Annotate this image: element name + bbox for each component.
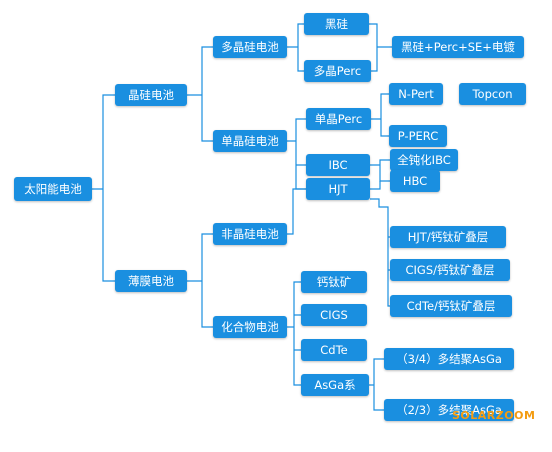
node-poly-perc: 多晶Perc <box>304 60 371 82</box>
node-hjt-perovskite-tandem: HJT/钙钛矿叠层 <box>390 226 506 248</box>
node-black-silicon-perc-se-plating: 黑硅+Perc+SE+电镀 <box>392 36 524 58</box>
node-mono-perc: 单晶Perc <box>306 108 371 130</box>
watermark-logo: SOLARZOOM <box>452 409 536 422</box>
node-polycrystalline-cell: 多晶硅电池 <box>213 36 287 58</box>
node-solar-cell: 太阳能电池 <box>14 177 92 201</box>
node-cigs-perovskite-tandem: CIGS/钙钛矿叠层 <box>390 259 510 281</box>
node-crystalline-silicon-cell: 晶硅电池 <box>115 84 187 106</box>
node-cdte-perovskite-tandem: CdTe/钙钛矿叠层 <box>390 295 512 317</box>
node-amorphous-silicon-cell: 非晶硅电池 <box>213 223 287 245</box>
node-hbc: HBC <box>390 170 440 192</box>
node-asga-multijunction-3-4: （3/4）多结聚AsGa <box>384 348 514 370</box>
node-asga-multijunction-2-3: （2/3）多结聚AsGa <box>384 399 514 421</box>
node-hjt: HJT <box>306 178 370 200</box>
node-thin-film-cell: 薄膜电池 <box>115 270 187 292</box>
node-cigs: CIGS <box>301 304 367 326</box>
node-compound-cell: 化合物电池 <box>213 316 287 338</box>
node-monocrystalline-cell: 单晶硅电池 <box>213 130 287 152</box>
node-topcon: Topcon <box>459 83 526 105</box>
node-perovskite: 钙钛矿 <box>301 271 367 293</box>
node-n-pert: N-Pert <box>389 83 443 105</box>
node-cdte: CdTe <box>301 339 367 361</box>
node-p-perc: P-PERC <box>389 125 447 147</box>
node-ibc: IBC <box>306 154 370 176</box>
node-full-passivation-ibc: 全钝化IBC <box>390 149 458 171</box>
node-asga-series: AsGa系 <box>301 374 369 396</box>
node-black-silicon: 黑硅 <box>304 13 369 35</box>
